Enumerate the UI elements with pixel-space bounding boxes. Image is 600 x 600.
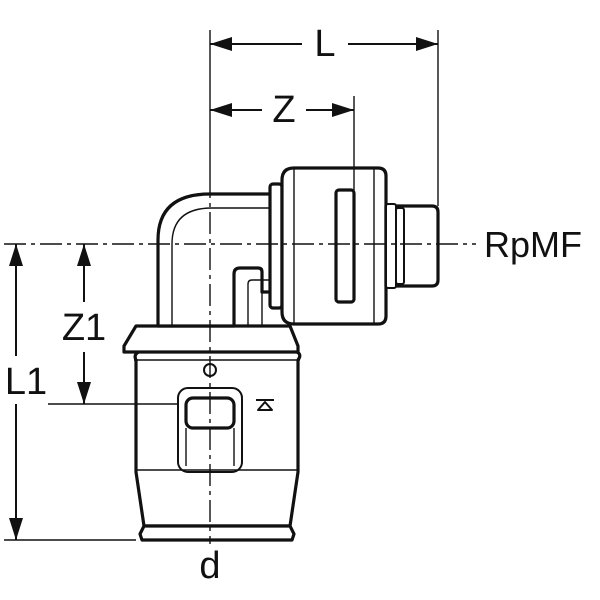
label-d: d [199, 545, 220, 587]
dim-arrow-Z-left [210, 103, 232, 117]
dim-arrow-L-left [210, 37, 232, 51]
dim-arrow-L-right [416, 37, 438, 51]
elbow-inner-step [247, 279, 276, 326]
seal-ring [334, 188, 356, 304]
label-Z1: Z1 [62, 307, 106, 349]
label-L: L [314, 23, 335, 65]
label-Z: Z [272, 89, 295, 131]
elbow-fitting [122, 166, 440, 542]
elbow-inner-contour [171, 207, 276, 326]
dimension-lines [4, 30, 439, 541]
dim-arrow-L1-bottom [9, 518, 23, 540]
flange-plate [268, 182, 284, 310]
dimension-labels: L Z RpMF Z1 L1 d [5, 23, 582, 587]
elbow-body [156, 192, 278, 328]
dim-arrow-L1-top [9, 244, 23, 266]
press-sleeve-body [133, 348, 302, 528]
label-thread: RpMF [484, 224, 582, 265]
spigot-groove-1 [385, 203, 397, 289]
center-lines [4, 176, 476, 544]
spigot-groove-2 [395, 207, 405, 285]
collar-ring [122, 324, 300, 354]
label-L1: L1 [5, 361, 47, 403]
dim-arrow-Z1-bottom [77, 382, 91, 404]
dim-arrow-Z1-top [77, 244, 91, 266]
foot-ring [138, 524, 296, 542]
insertion-depth-icon [256, 399, 274, 411]
union-nut [280, 166, 388, 326]
dim-arrow-Z-right [332, 103, 354, 117]
